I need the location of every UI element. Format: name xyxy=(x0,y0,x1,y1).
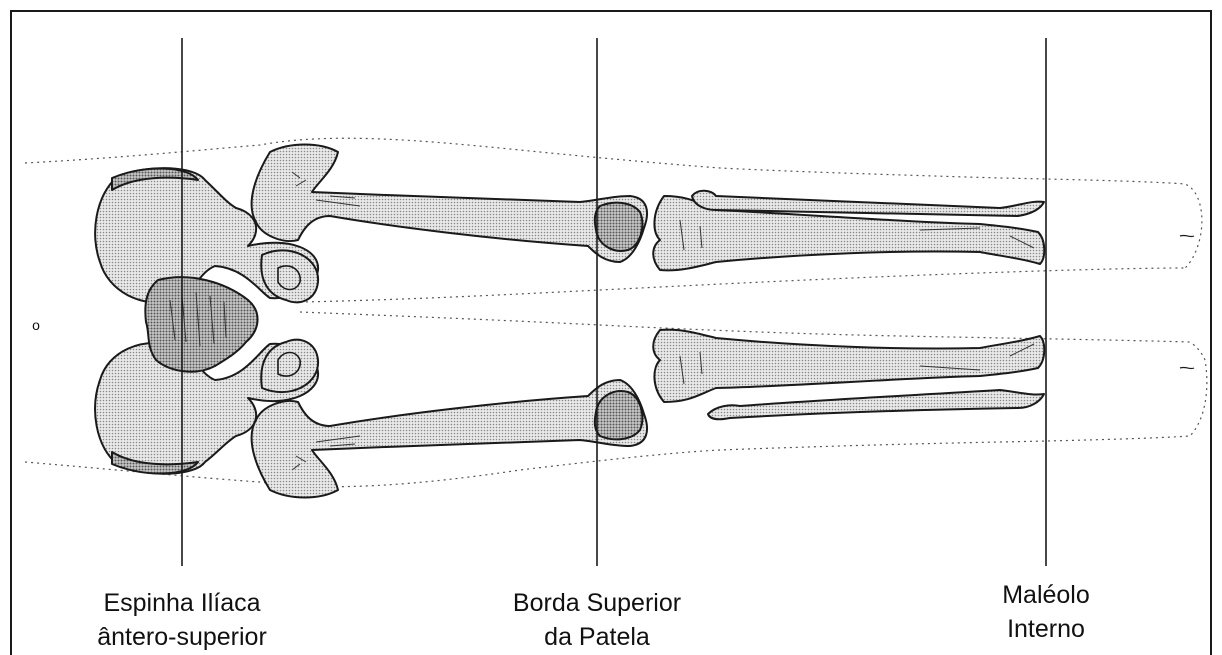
side-mark: o xyxy=(32,317,40,333)
lower-leg-lower xyxy=(653,330,1044,420)
body-outline-inner-upper xyxy=(300,268,1185,302)
label-malleolus-line2: Interno xyxy=(896,612,1196,646)
label-malleolus: Maléolo Interno xyxy=(896,578,1196,646)
femur-lower xyxy=(252,380,647,498)
toe-mark-upper xyxy=(1180,235,1194,236)
body-outline-inner-lower xyxy=(300,312,1190,342)
label-iliac-line1: Espinha Ilíaca xyxy=(32,586,332,620)
fibula-lower xyxy=(708,390,1044,419)
patella-upper xyxy=(595,203,643,251)
label-patella-line1: Borda Superior xyxy=(447,586,747,620)
label-patella-line2: da Patela xyxy=(447,620,747,654)
patella-lower xyxy=(595,391,643,439)
toe-mark-lower xyxy=(1180,367,1194,368)
label-patella: Borda Superior da Patela xyxy=(447,586,747,654)
label-iliac-spine: Espinha Ilíaca ântero-superior xyxy=(32,586,332,654)
sacrum xyxy=(145,277,257,371)
femur-upper-shaft xyxy=(252,145,647,263)
label-iliac-line2: ântero-superior xyxy=(32,620,332,654)
femur-lower-shaft xyxy=(252,380,647,498)
femur-upper xyxy=(252,145,647,263)
lower-leg-upper xyxy=(653,191,1044,271)
label-malleolus-line1: Maléolo xyxy=(896,578,1196,612)
